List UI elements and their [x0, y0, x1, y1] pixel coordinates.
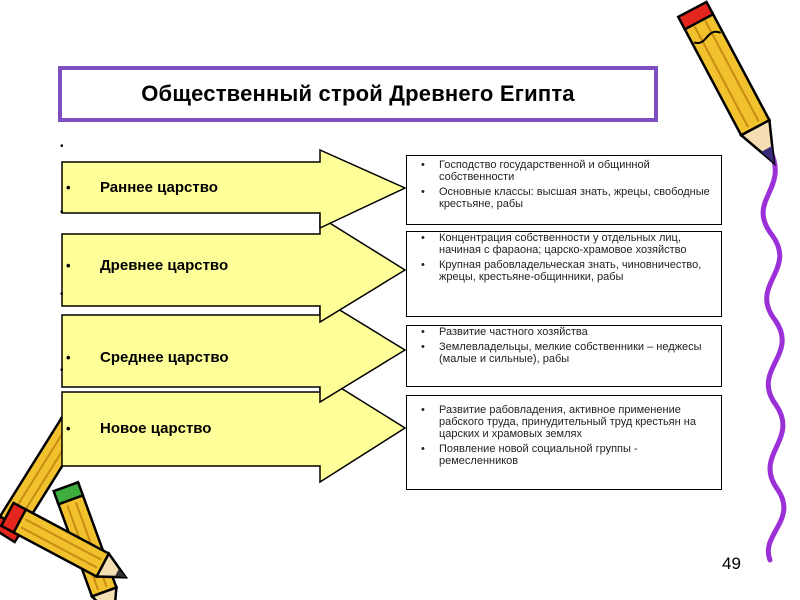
arrow-label-new: •Новое царство — [66, 420, 212, 437]
stray-bullet: • — [60, 365, 64, 376]
page-title: Общественный строй Древнего Египта — [141, 81, 575, 106]
info-item: Развитие рабовладения, активное применен… — [421, 404, 713, 440]
arrow-1 — [61, 148, 407, 230]
info-item: Развитие частного хозяйства — [421, 326, 713, 338]
info-box-new: Развитие рабовладения, активное применен… — [406, 395, 722, 490]
arrow-label-middle: •Среднее царство — [66, 349, 229, 366]
arrow-label-early: •Раннее царство — [66, 179, 218, 196]
info-box-middle: Развитие частного хозяйства Землевладель… — [406, 325, 722, 387]
info-item: Основные классы: высшая знать, жрецы, св… — [421, 186, 713, 210]
info-item: Концентрация собственности у отдельных л… — [421, 232, 713, 256]
stray-bullet: • — [60, 141, 64, 152]
arrow-label-old: •Древнее царство — [66, 257, 229, 274]
info-item: Землевладельцы, мелкие собственники – не… — [421, 341, 713, 365]
arrow-2 — [61, 215, 407, 324]
page-number: 49 — [722, 554, 741, 573]
info-item: Крупная рабовладельческая знать, чиновни… — [421, 259, 713, 283]
info-box-early: Господство государственной и общинной со… — [406, 155, 722, 225]
title-box: Общественный строй Древнего Египта — [58, 66, 658, 122]
info-box-old: Концентрация собственности у отдельных л… — [406, 231, 722, 317]
info-item: Появление новой социальной группы - реме… — [421, 443, 713, 467]
stray-bullet: • — [60, 289, 64, 300]
stray-bullet: • — [60, 207, 64, 218]
info-item: Господство государственной и общинной со… — [421, 159, 713, 183]
